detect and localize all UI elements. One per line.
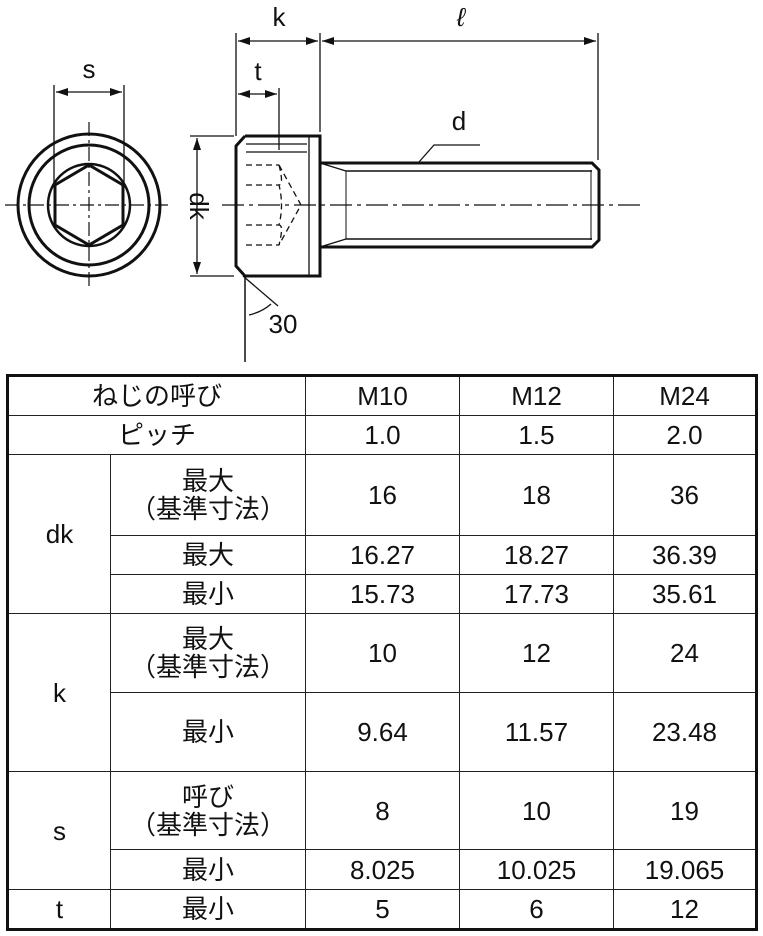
dk-min-row: 最小 15.73 17.73 35.61 — [8, 574, 757, 614]
k-nominal-row: k 最大 （基準寸法） 10 12 24 — [7, 613, 757, 772]
label-s: s — [83, 54, 96, 84]
sub-label: 最小 — [110, 889, 306, 930]
spec-table: ねじの呼び M10 M12 M24 ピッチ 1.0 1.5 2.0 dk 最大 … — [6, 374, 758, 931]
sub-label-line2: （基準寸法） — [129, 652, 286, 682]
cell-value: 10.025 — [459, 849, 614, 890]
sub-label-line2: （基準寸法） — [129, 809, 286, 840]
cell-value: 15.73 — [305, 574, 460, 614]
sub-label: 最小 — [110, 574, 306, 614]
t-label: t — [7, 889, 111, 930]
sub-label-line2: （基準寸法） — [129, 494, 286, 524]
bolt-drawing: s k t ℓ d dk 30 — [5, 2, 640, 362]
pitch-value: 2.0 — [613, 415, 757, 455]
cell-value: 12 — [459, 613, 614, 693]
size-m12: M12 — [459, 375, 614, 416]
size-m24: M24 — [613, 375, 757, 416]
sub-label: 最大 （基準寸法） — [110, 454, 306, 536]
dk-label: dk — [7, 454, 111, 614]
sub-label: 最小 — [110, 692, 306, 772]
cell-value: 18.27 — [459, 535, 614, 575]
cell-value: 35.61 — [613, 574, 757, 614]
pitch-row: ピッチ 1.0 1.5 2.0 — [7, 415, 757, 455]
dk-nominal-row: dk 最大 （基準寸法） 16 18 36 — [7, 454, 757, 614]
s-min-row: 最小 8.025 10.025 19.065 — [8, 849, 757, 890]
sub-label: 最大 — [110, 535, 306, 575]
cell-value: 17.73 — [459, 574, 614, 614]
side-view — [190, 33, 640, 362]
label-angle-30: 30 — [269, 309, 298, 339]
sub-label: 呼び （基準寸法） — [110, 771, 306, 850]
cell-value: 5 — [305, 889, 460, 930]
label-t: t — [254, 56, 262, 86]
label-k: k — [273, 2, 287, 32]
cell-value: 16.27 — [305, 535, 460, 575]
sub-label-line1: 最大 — [181, 624, 234, 654]
front-view — [5, 85, 168, 290]
k-min-row: 最小 9.64 11.57 23.48 — [8, 692, 757, 772]
sub-label: 最大 （基準寸法） — [110, 613, 306, 693]
cell-value: 9.64 — [305, 692, 460, 772]
t-min-row: t 最小 5 6 12 — [7, 889, 757, 930]
size-m10: M10 — [305, 375, 460, 416]
pitch-label: ピッチ — [7, 415, 306, 455]
dk-max-row: 最大 16.27 18.27 36.39 — [8, 535, 757, 575]
cell-value: 8 — [305, 771, 460, 850]
cell-value: 12 — [613, 889, 757, 930]
s-label: s — [7, 771, 111, 890]
sub-label-line1: 呼び — [181, 781, 234, 812]
cell-value: 19 — [613, 771, 757, 850]
sub-label-line1: 最大 — [181, 466, 234, 496]
sub-label: 最小 — [110, 849, 306, 890]
k-label: k — [7, 613, 111, 772]
header-label: ねじの呼び — [7, 375, 306, 416]
cell-value: 23.48 — [613, 692, 757, 772]
cell-value: 10 — [305, 613, 460, 693]
cell-value: 24 — [613, 613, 757, 693]
cell-value: 8.025 — [305, 849, 460, 890]
pitch-value: 1.5 — [459, 415, 614, 455]
s-nominal-row: s 呼び （基準寸法） 8 10 19 — [7, 771, 757, 890]
header-row: ねじの呼び M10 M12 M24 — [7, 375, 757, 416]
cell-value: 6 — [459, 889, 614, 930]
cell-value: 10 — [459, 771, 614, 850]
cell-value: 11.57 — [459, 692, 614, 772]
cell-value: 36 — [613, 454, 757, 536]
cell-value: 19.065 — [613, 849, 757, 890]
label-d: d — [452, 106, 466, 136]
pitch-value: 1.0 — [305, 415, 460, 455]
cell-value: 18 — [459, 454, 614, 536]
label-l: ℓ — [456, 2, 467, 32]
label-dk: dk — [184, 192, 214, 220]
cell-value: 36.39 — [613, 535, 757, 575]
cell-value: 16 — [305, 454, 460, 536]
